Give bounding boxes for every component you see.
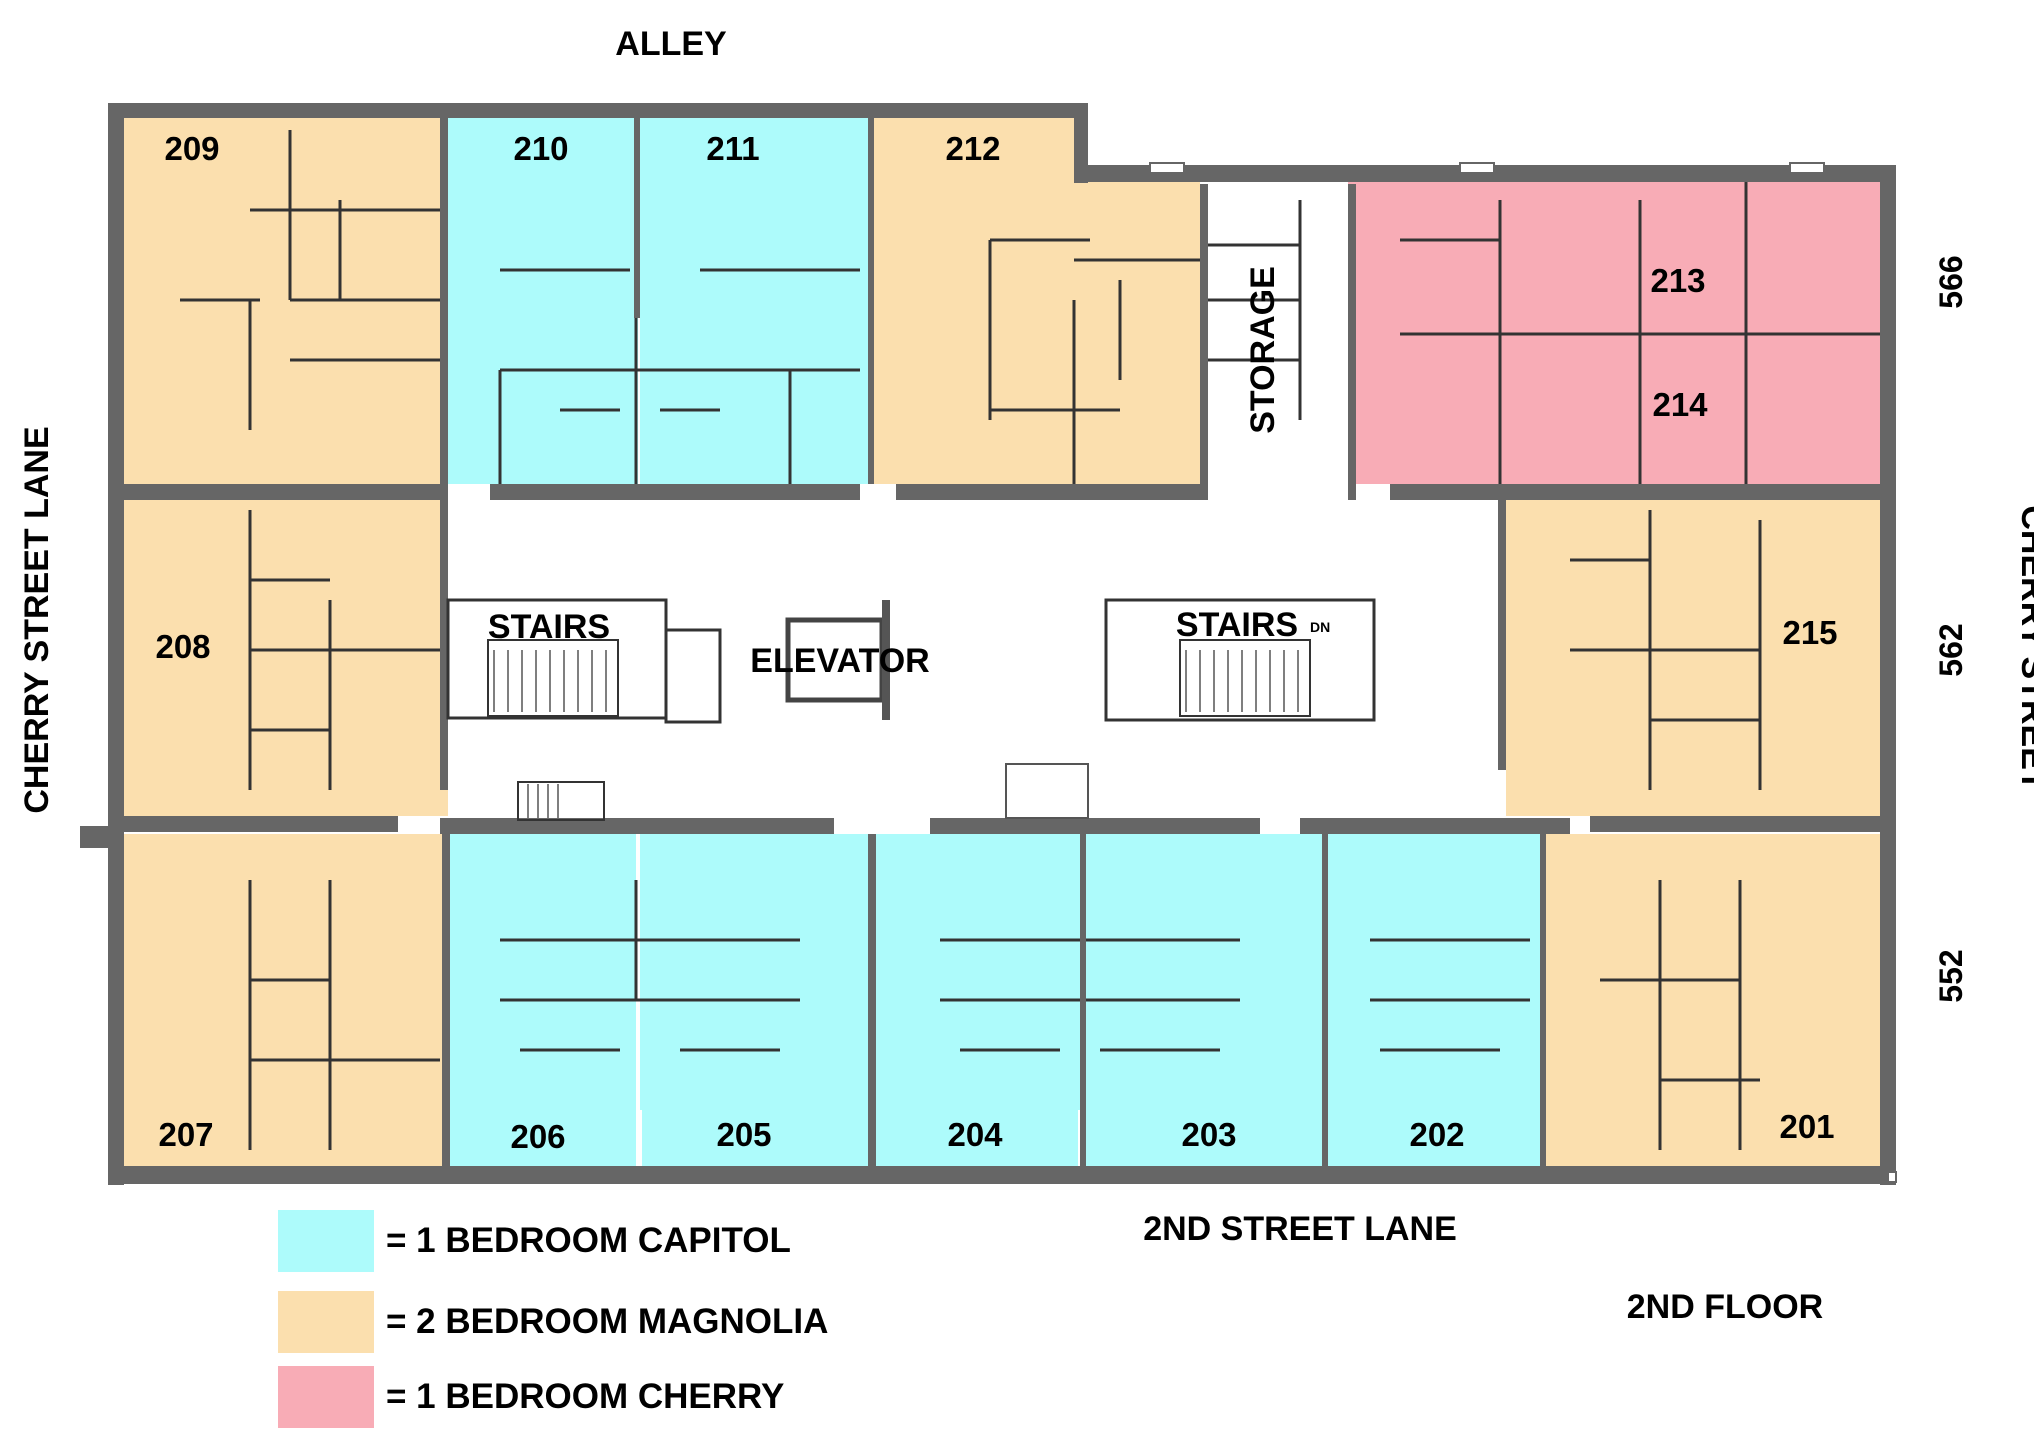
common-area-labels: STORAGE STAIRS STAIRS ELEVATOR DN — [488, 266, 1330, 680]
legend-swatch-cherry — [278, 1366, 374, 1428]
unit-210-area[interactable] — [448, 118, 638, 484]
legend-row-cherry: = 1 BEDROOM CHERRY — [278, 1366, 784, 1428]
unit-label-204: 204 — [947, 1116, 1003, 1153]
unit-label-207: 207 — [158, 1116, 213, 1153]
elevator-shaft — [785, 600, 890, 720]
window-marks — [1149, 162, 1897, 1183]
legend-row-capitol: = 1 BEDROOM CAPITOL — [278, 1210, 791, 1272]
unit-label-206: 206 — [510, 1118, 565, 1155]
address-labels: 566 562 552 — [1933, 255, 1969, 1002]
elevator-label: ELEVATOR — [750, 642, 929, 680]
address-566: 566 — [1933, 255, 1969, 308]
unit-213-area[interactable] — [1348, 182, 1880, 334]
street-label-left: CHERRY STREET LANE — [18, 426, 56, 813]
street-labels: ALLEY 2ND STREET LANE CHERRY STREET LANE… — [18, 25, 2034, 1326]
stairs-right — [1104, 598, 1376, 722]
legend-label-magnolia: = 2 BEDROOM MAGNOLIA — [386, 1302, 829, 1341]
unit-label-203: 203 — [1181, 1116, 1236, 1153]
unit-fills — [118, 118, 1880, 1166]
legend-swatch-capitol — [278, 1210, 374, 1272]
down-mark: DN — [1310, 619, 1330, 635]
legend-swatch-magnolia — [278, 1291, 374, 1353]
storage-label: STORAGE — [1244, 266, 1282, 434]
unit-label-202: 202 — [1409, 1116, 1464, 1153]
stairs-right-label: STAIRS — [1176, 606, 1298, 644]
street-label-bottom: 2ND STREET LANE — [1143, 1210, 1457, 1248]
unit-208-area[interactable] — [118, 500, 448, 816]
unit-label-212: 212 — [945, 130, 1000, 167]
interior-partitions — [180, 130, 1880, 1150]
floor-label: 2ND FLOOR — [1627, 1288, 1823, 1326]
unit-label-213: 213 — [1650, 262, 1705, 299]
unit-201-area[interactable] — [1544, 834, 1880, 1166]
unit-label-215: 215 — [1782, 614, 1837, 651]
stairs-left — [446, 598, 722, 724]
small-stair-bottom — [517, 763, 1089, 821]
unit-215-area[interactable] — [1506, 500, 1880, 816]
unit-label-208: 208 — [155, 628, 210, 665]
street-label-top: ALLEY — [615, 25, 727, 63]
unit-label-210: 210 — [513, 130, 568, 167]
unit-214-area[interactable] — [1348, 334, 1880, 484]
unit-212-area-b — [1074, 182, 1200, 484]
address-552: 552 — [1933, 949, 1969, 1002]
unit-212-area[interactable] — [874, 118, 1074, 484]
unit-label-201: 201 — [1779, 1108, 1834, 1145]
unit-label-209: 209 — [164, 130, 219, 167]
legend-label-cherry: = 1 BEDROOM CHERRY — [386, 1377, 785, 1416]
unit-label-214: 214 — [1652, 386, 1708, 423]
stairs-left-label: STAIRS — [488, 608, 610, 646]
unit-211-area[interactable] — [640, 118, 868, 484]
legend-row-magnolia: = 2 BEDROOM MAGNOLIA — [278, 1291, 828, 1353]
address-562: 562 — [1933, 623, 1969, 676]
unit-label-211: 211 — [706, 130, 759, 167]
unit-labels: 209 210 211 212 213 214 208 215 207 206 … — [155, 130, 1837, 1155]
legend-label-capitol: = 1 BEDROOM CAPITOL — [386, 1221, 791, 1260]
unit-label-205: 205 — [716, 1116, 771, 1153]
street-label-right: CHERRY STREET — [2014, 505, 2034, 790]
unit-207-area[interactable] — [118, 834, 442, 1166]
